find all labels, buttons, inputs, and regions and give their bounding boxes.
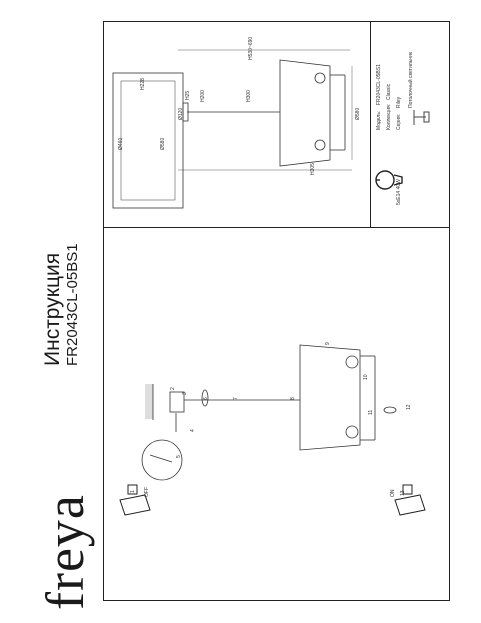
step-11: 11 <box>368 409 374 415</box>
mounting-bracket <box>169 391 185 413</box>
switch-off-label: OFF <box>144 487 150 497</box>
dim-d580b: Ø580 <box>160 137 166 150</box>
step-8: 8 <box>290 397 296 400</box>
dim-d120: Ø120 <box>178 107 184 120</box>
step-4: 4 <box>190 429 196 432</box>
spec-collection-value: Classic <box>386 83 392 100</box>
bulb-side-1 <box>314 72 326 84</box>
assembly-drawing <box>141 344 397 481</box>
step-12: 12 <box>406 404 412 410</box>
shade-top-outline <box>112 72 184 209</box>
detail-circle <box>141 439 183 481</box>
dim-h228: H228 <box>140 78 146 90</box>
dim-d460: Ø460 <box>118 137 124 150</box>
dim-h305: H305 <box>310 163 316 175</box>
bulb-icon <box>375 170 403 190</box>
step-7: 7 <box>233 397 239 400</box>
step-6: 6 <box>203 397 209 400</box>
bulb-insert <box>383 406 397 414</box>
spec-type-value: Потолочный светильник <box>408 51 414 108</box>
section-divider <box>103 227 450 228</box>
spec-divider <box>370 21 371 227</box>
dim-h25: H25 <box>185 90 191 100</box>
step-10: 10 <box>363 374 369 380</box>
spec-model-value: FR2043CL-05BS1 <box>376 64 382 105</box>
dimension-drawing <box>112 49 353 209</box>
step-2: 2 <box>170 387 176 390</box>
ceiling-hatch <box>145 384 153 419</box>
dim-h300: H300 <box>246 90 252 102</box>
detail-wire <box>149 454 173 463</box>
step-1: 1 <box>130 490 136 493</box>
step-9: 9 <box>325 342 331 345</box>
spec-model-label: Модель: <box>376 110 382 130</box>
spec-collection-label: Коллекция: <box>386 103 392 130</box>
lamp-shade-side <box>279 59 331 167</box>
dim-h200: H200 <box>200 90 206 102</box>
step-13: 13 <box>400 490 406 496</box>
spec-series-label: Серия: <box>396 113 402 130</box>
assembled-shade <box>299 344 361 451</box>
step-3: 3 <box>182 392 188 395</box>
canopy-part <box>201 389 209 407</box>
shade-inner-outline <box>120 80 176 201</box>
assembled-bulb-2 <box>345 425 359 439</box>
spec-series-value: Riley <box>396 96 402 108</box>
canopy-top <box>182 102 189 122</box>
dim-d580: Ø580 <box>355 107 361 120</box>
instruction-sheet <box>103 21 450 601</box>
switch-on-icon <box>394 484 426 516</box>
assembled-bulb-1 <box>345 355 359 369</box>
switch-off-icon <box>119 484 151 516</box>
ceiling-lamp-icon <box>413 110 430 125</box>
switch-on-label: ON <box>390 489 396 498</box>
spec-bulb: 5xE14 40W <box>396 179 402 205</box>
step-5: 5 <box>176 455 182 458</box>
dim-h-range: H530~690 <box>248 36 254 60</box>
bulb-side-2 <box>314 139 326 151</box>
